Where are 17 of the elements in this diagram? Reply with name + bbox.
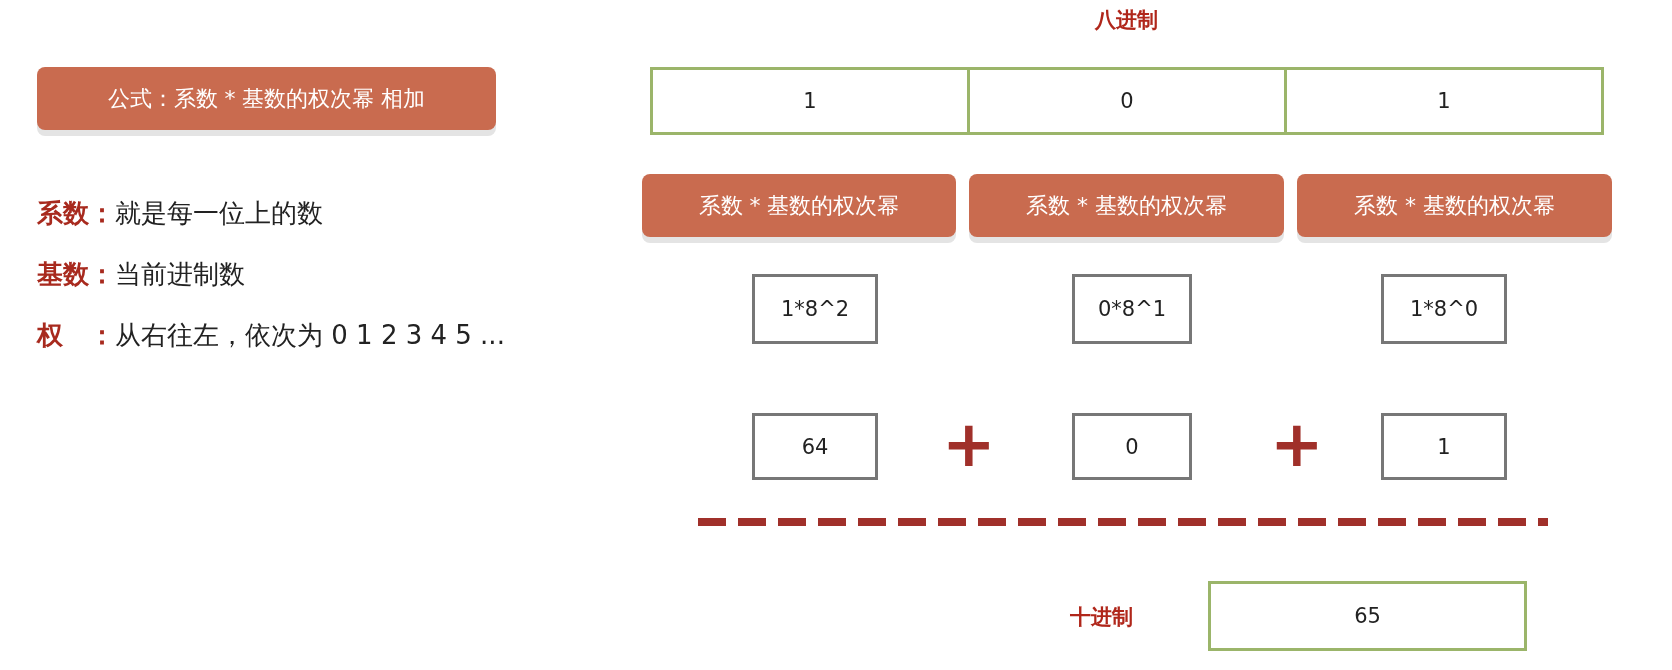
value-box: 64 [752, 413, 878, 480]
definition-text: 基数：当前进制数 [37, 258, 245, 291]
value-box: 0*8^1 [1072, 274, 1192, 344]
value-box: 1*8^2 [752, 274, 878, 344]
value-box: 1 [1381, 413, 1507, 480]
value-box: 0 [1072, 413, 1192, 480]
definition-text: 系数：就是每一位上的数 [37, 197, 323, 230]
definition-text: 权 ：从右往左，依次为 0 1 2 3 4 5 ... [37, 319, 505, 352]
base-label: 十进制 [1070, 604, 1133, 631]
plus-sign: + [942, 412, 996, 476]
digit-cell: 1 [650, 67, 970, 135]
value-box: 1*8^0 [1381, 274, 1507, 344]
base-label: 八进制 [1095, 7, 1158, 34]
digit-cell: 1 [1284, 67, 1604, 135]
plus-sign: + [1270, 412, 1324, 476]
digit-cell: 0 [967, 67, 1287, 135]
result-box: 65 [1208, 581, 1527, 651]
